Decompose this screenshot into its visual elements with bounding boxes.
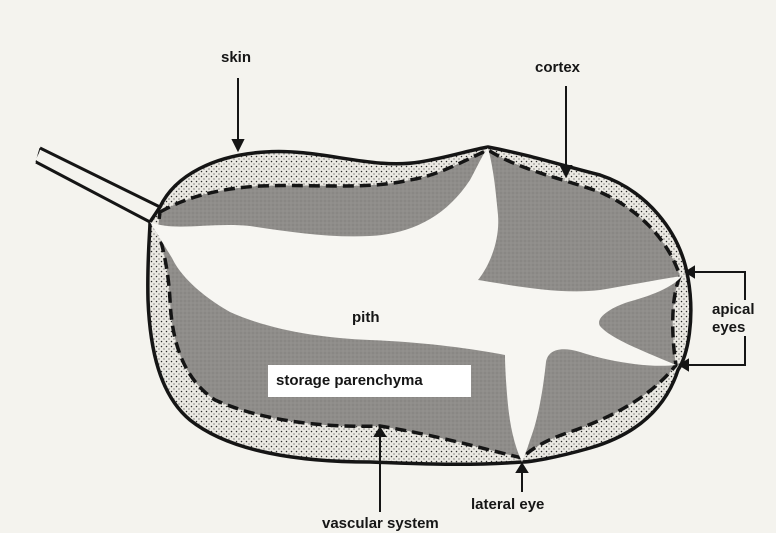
apical-eyes-label-line1: apical [712, 301, 755, 319]
pith-label: pith [352, 309, 380, 327]
vascular-system-label: vascular system [322, 515, 439, 533]
lateral-eye-label: lateral eye [471, 496, 544, 514]
cortex-label: cortex [535, 59, 580, 77]
storage-parenchyma-label: storage parenchyma [276, 372, 423, 390]
apical-eyes-label-line2: eyes [712, 319, 745, 337]
skin-label: skin [221, 49, 251, 67]
stolon [36, 148, 160, 222]
